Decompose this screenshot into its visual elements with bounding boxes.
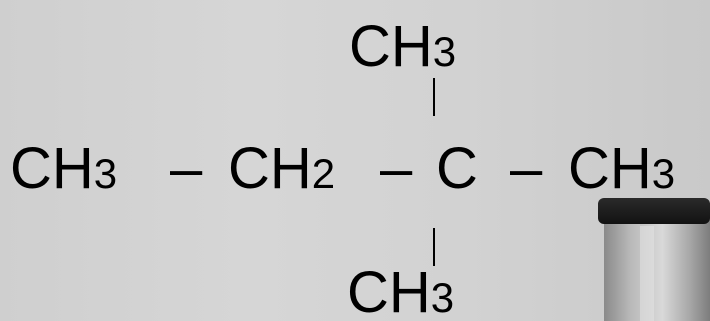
chain-group-4-element: CH	[568, 136, 652, 201]
bottle-cap	[598, 198, 710, 224]
chain-bond-3: –	[510, 136, 543, 201]
chain-group-1-subscript: 3	[94, 150, 117, 197]
top-branch-group: CH3	[349, 14, 456, 79]
chain-bond-1: –	[170, 136, 203, 201]
chain-group-2-subscript: 2	[312, 150, 335, 197]
bottom-branch-subscript: 3	[431, 274, 454, 321]
bottle-highlight	[640, 226, 654, 321]
main-chain: CH3	[10, 136, 117, 201]
chain-group-4-subscript: 3	[652, 150, 675, 197]
chain-bond-2: –	[380, 136, 413, 201]
top-branch-element: CH	[349, 14, 433, 79]
main-chain-group-4: CH3	[568, 136, 675, 201]
main-chain-group-2: CH2	[228, 136, 335, 201]
background-bottle	[598, 198, 710, 321]
bottle-glass	[604, 205, 710, 321]
top-branch-subscript: 3	[433, 28, 456, 75]
chain-group-3-element: C	[436, 136, 478, 201]
chain-group-2-element: CH	[228, 136, 312, 201]
chain-group-1-element: CH	[10, 136, 94, 201]
bottom-branch-element: CH	[347, 260, 431, 321]
bottom-branch-group: CH3	[347, 260, 454, 321]
